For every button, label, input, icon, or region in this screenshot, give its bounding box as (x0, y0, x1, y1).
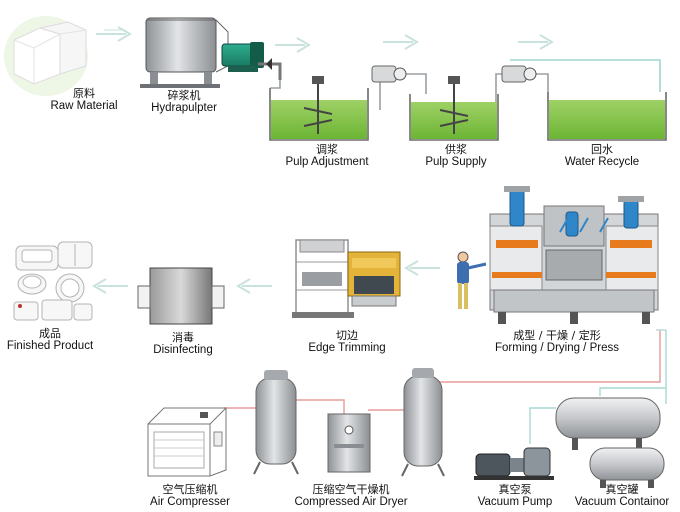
pump-icon (501, 65, 537, 83)
label-forming: 成型 / 干燥 / 定形 Forming / Drying / Press (482, 330, 632, 354)
label-cn: 碎浆机 (167, 89, 201, 102)
vacuum-pump (474, 447, 554, 480)
hydrapulper-machine (140, 17, 282, 88)
label-vacuum-pump: 真空泵 Vacuum Pump (470, 484, 560, 508)
label-en: Pulp Adjustment (285, 155, 369, 168)
label-vacuum-container: 真空罐 Vacuum Containor (566, 484, 678, 508)
label-cn: 压缩空气干燥机 (312, 483, 390, 496)
label-cn: 成型 / 干燥 / 定形 (513, 329, 601, 342)
forming-drying-press-machine (489, 186, 659, 324)
label-finished-product: 成品 Finished Product (2, 328, 98, 352)
label-en: Edge Trimming (308, 341, 386, 354)
label-cn: 空气压缩机 (162, 483, 218, 496)
air-compressor (147, 407, 227, 477)
label-cn: 消毒 (172, 331, 194, 344)
label-hydrapulper: 碎浆机 Hydrapulpter (134, 90, 234, 114)
label-en: Pulp Supply (425, 155, 487, 168)
air-receiver-tank (401, 368, 445, 477)
label-en: Disinfecting (153, 343, 213, 356)
raw-material-bales (4, 16, 88, 96)
label-edge-trimming: 切边 Edge Trimming (292, 330, 402, 354)
arrow-forming-to-trim (404, 260, 440, 276)
label-en: Forming / Drying / Press (495, 341, 619, 354)
label-disinfecting: 消毒 Disinfecting (140, 332, 226, 356)
tank-water-recycle (547, 92, 667, 141)
label-en: Vacuum Pump (477, 495, 553, 508)
compressed-air-dryer (327, 413, 371, 473)
tank-pulp-supply (409, 76, 499, 141)
label-cn: 真空泵 (498, 483, 532, 496)
label-en: Vacuum Containor (574, 495, 670, 508)
finished-products (13, 241, 93, 321)
vacuum-container (555, 397, 665, 488)
label-en: Finished Product (6, 339, 94, 352)
label-air-compressor: 空气压缩机 Air Compresser (140, 484, 240, 508)
edge-trimming-machine (292, 239, 401, 318)
arrow-trim-to-disinfect (236, 278, 272, 294)
label-cn: 供浆 (445, 143, 467, 156)
arrow-pulper-out (275, 37, 311, 53)
label-raw-material: 原料 Raw Material (44, 88, 124, 112)
vacuum-pipes (529, 330, 667, 444)
flow-arrows (92, 26, 554, 294)
label-pulp-supply: 供浆 Pulp Supply (408, 144, 504, 168)
label-compressed-air-dryer: 压缩空气干燥机 Compressed Air Dryer (286, 484, 416, 508)
label-pulp-adjustment: 调浆 Pulp Adjustment (272, 144, 382, 168)
label-en: Water Recycle (564, 155, 640, 168)
arrow-to-recycle (518, 34, 554, 50)
pump-icon (371, 65, 407, 83)
tank-pulp-adjustment (269, 76, 369, 141)
label-cn: 回水 (591, 143, 613, 156)
arrow-raw-to-pulper (96, 26, 132, 42)
label-cn: 真空罐 (605, 483, 639, 496)
label-en: Raw Material (50, 99, 118, 112)
air-receiver-tank (253, 370, 299, 475)
arrow-disinfect-to-finished (92, 278, 128, 294)
arrow-to-pulpsup (383, 34, 419, 50)
air-pipes (224, 329, 666, 414)
disinfecting-box (137, 267, 225, 325)
label-cn: 成品 (39, 327, 61, 340)
label-cn: 调浆 (316, 143, 338, 156)
label-water-recycle: 回水 Water Recycle (552, 144, 652, 168)
label-cn: 切边 (336, 329, 358, 342)
label-cn: 原料 (73, 87, 95, 100)
label-en: Air Compresser (150, 495, 230, 508)
operator-figure (457, 251, 487, 309)
label-en: Hydrapulpter (151, 101, 217, 114)
label-en: Compressed Air Dryer (294, 495, 408, 508)
